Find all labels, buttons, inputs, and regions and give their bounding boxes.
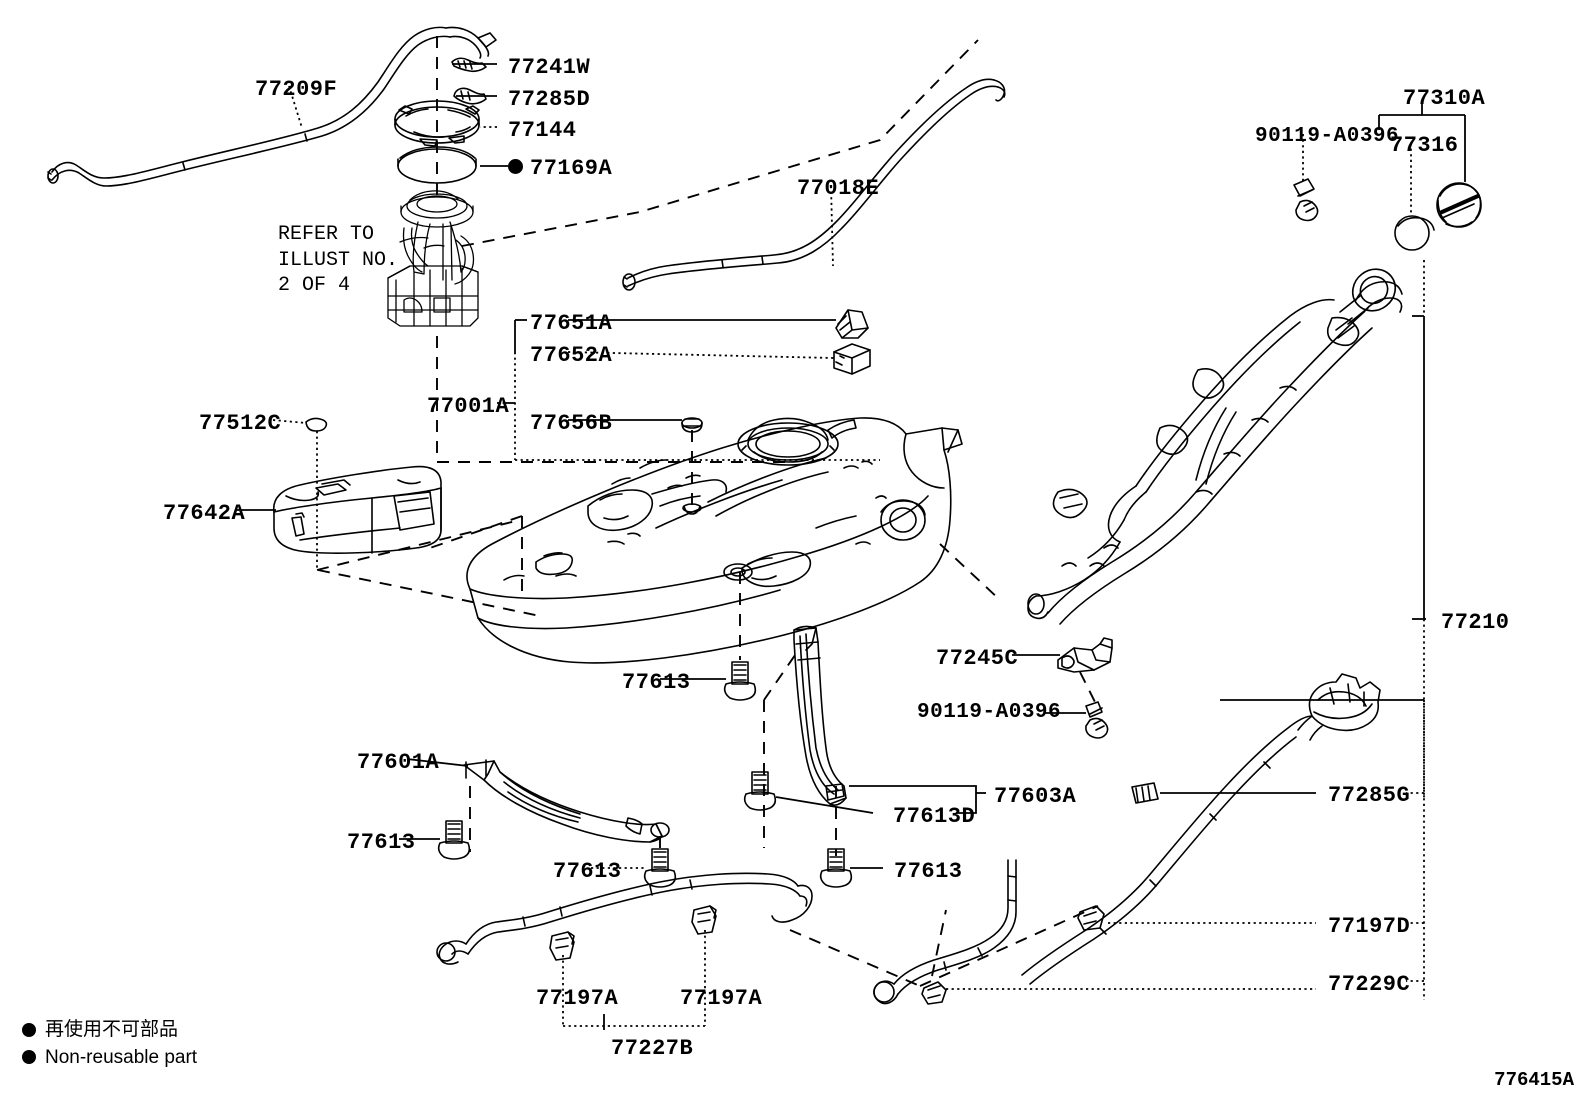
- callout-77613-a[interactable]: 77613: [622, 670, 691, 695]
- dash-tube-link-3: [931, 909, 947, 977]
- part-77642A-heat-insulator: [273, 465, 442, 554]
- callout-77656B[interactable]: 77656B: [530, 411, 613, 436]
- part-77603A-band: [793, 625, 847, 806]
- part-77652A-bracket: [833, 343, 871, 375]
- callout-90119-A0396-upper[interactable]: 90119-A0396: [1255, 125, 1400, 148]
- dash-tube-link-1: [789, 929, 921, 987]
- part-77651A-bracket: [835, 309, 869, 339]
- part-77209F-vent-hose: [47, 26, 497, 187]
- dash-bracket-bolt: [1079, 671, 1097, 705]
- callout-77197A-right[interactable]: 77197A: [680, 986, 763, 1011]
- callout-77001A[interactable]: 77001A: [427, 394, 510, 419]
- part-77512C-plug: [305, 417, 328, 432]
- callout-77018E[interactable]: 77018E: [797, 176, 880, 201]
- legend-block: 再使用不可部品 Non-reusable part: [22, 1016, 197, 1071]
- callout-77229C[interactable]: 77229C: [1328, 972, 1411, 997]
- callout-77642A[interactable]: 77642A: [163, 501, 246, 526]
- part-77613-bolt-a: [723, 661, 757, 701]
- callout-77603A[interactable]: 77603A: [994, 784, 1077, 809]
- part-fuel-pump-assembly: [387, 190, 479, 327]
- part-90119-A0396-bolt-lower: [1085, 701, 1109, 739]
- refer-to-illust-note: REFER TO ILLUST NO. 2 OF 4: [278, 223, 399, 298]
- bracket-77001A: [505, 319, 527, 404]
- callout-77613-c[interactable]: 77613: [553, 859, 622, 884]
- dash-77018E-link: [461, 39, 979, 247]
- part-77018E-suction-tube: [622, 78, 1006, 291]
- part-77229C-vapor-hose: [873, 859, 1105, 1005]
- callout-77197D[interactable]: 77197D: [1328, 914, 1411, 939]
- part-77601A-band: [463, 759, 670, 843]
- dash-insulator: [317, 569, 541, 617]
- callout-77651A[interactable]: 77651A: [530, 311, 613, 336]
- callout-77241W[interactable]: 77241W: [508, 55, 591, 80]
- callout-77210[interactable]: 77210: [1441, 610, 1510, 635]
- callout-90119-A0396-lower[interactable]: 90119-A0396: [917, 701, 1062, 724]
- bracket-77603A: [849, 785, 986, 814]
- leader-77601A: [406, 758, 469, 767]
- callout-77601A[interactable]: 77601A: [357, 750, 440, 775]
- callout-77169A[interactable]: 77169A: [530, 156, 613, 181]
- diagram-code: 776415A: [1494, 1069, 1574, 1091]
- dash-band-top: [763, 647, 801, 701]
- part-77613-bolt-b: [437, 820, 471, 860]
- part-77227B-emission-tube: [436, 872, 813, 965]
- callout-77197A-left[interactable]: 77197A: [536, 986, 619, 1011]
- part-77310A-fuel-cap: [1436, 182, 1482, 228]
- part-77285G-clamp: [1131, 782, 1159, 804]
- filled-circle-icon: [22, 1022, 36, 1037]
- callout-77227B[interactable]: 77227B: [611, 1036, 694, 1061]
- part-77613D-bolt: [743, 771, 777, 811]
- callout-77245C[interactable]: 77245C: [936, 646, 1019, 671]
- callout-77613D[interactable]: 77613D: [893, 804, 976, 829]
- callout-77613-b[interactable]: 77613: [347, 830, 416, 855]
- dash-tube-link-2: [919, 905, 1099, 987]
- dash-tank-filler: [939, 543, 1001, 601]
- non-reusable-marker-77169A: [508, 159, 523, 174]
- dash-tank-left2: [429, 515, 523, 549]
- leader-77018E: [830, 185, 834, 267]
- callout-77285G[interactable]: 77285G: [1328, 783, 1411, 808]
- legend-text-jp: 再使用不可部品: [45, 1018, 179, 1040]
- leader-77209F: [288, 85, 303, 129]
- callout-77652A[interactable]: 77652A: [530, 343, 613, 368]
- part-77245C-bracket: [1057, 637, 1113, 673]
- part-77210-filler-pipe: [1027, 268, 1403, 625]
- leader-77613D: [775, 796, 874, 814]
- callout-77512C[interactable]: 77512C: [199, 411, 282, 436]
- part-77613-bolt-c: [643, 848, 677, 888]
- part-77316-cap-gasket: [1394, 215, 1435, 251]
- legend-text-en: Non-reusable part: [45, 1046, 198, 1068]
- filled-circle-icon: [22, 1050, 36, 1065]
- callout-77310A[interactable]: 77310A: [1403, 86, 1486, 111]
- callout-77144[interactable]: 77144: [508, 118, 577, 143]
- callout-77316[interactable]: 77316: [1390, 133, 1459, 158]
- callout-77285D[interactable]: 77285D: [508, 87, 591, 112]
- part-77210-hose-shield: [1021, 673, 1381, 985]
- legend-row-en: Non-reusable part: [22, 1044, 197, 1072]
- callout-77613-d[interactable]: 77613: [894, 859, 963, 884]
- bracket-77310A: [1378, 100, 1466, 182]
- callout-77209F[interactable]: 77209F: [255, 77, 338, 102]
- legend-row-jp: 再使用不可部品: [22, 1016, 197, 1044]
- part-77001A-fuel-tank: [466, 417, 963, 664]
- dash-77512C-tank: [316, 519, 521, 571]
